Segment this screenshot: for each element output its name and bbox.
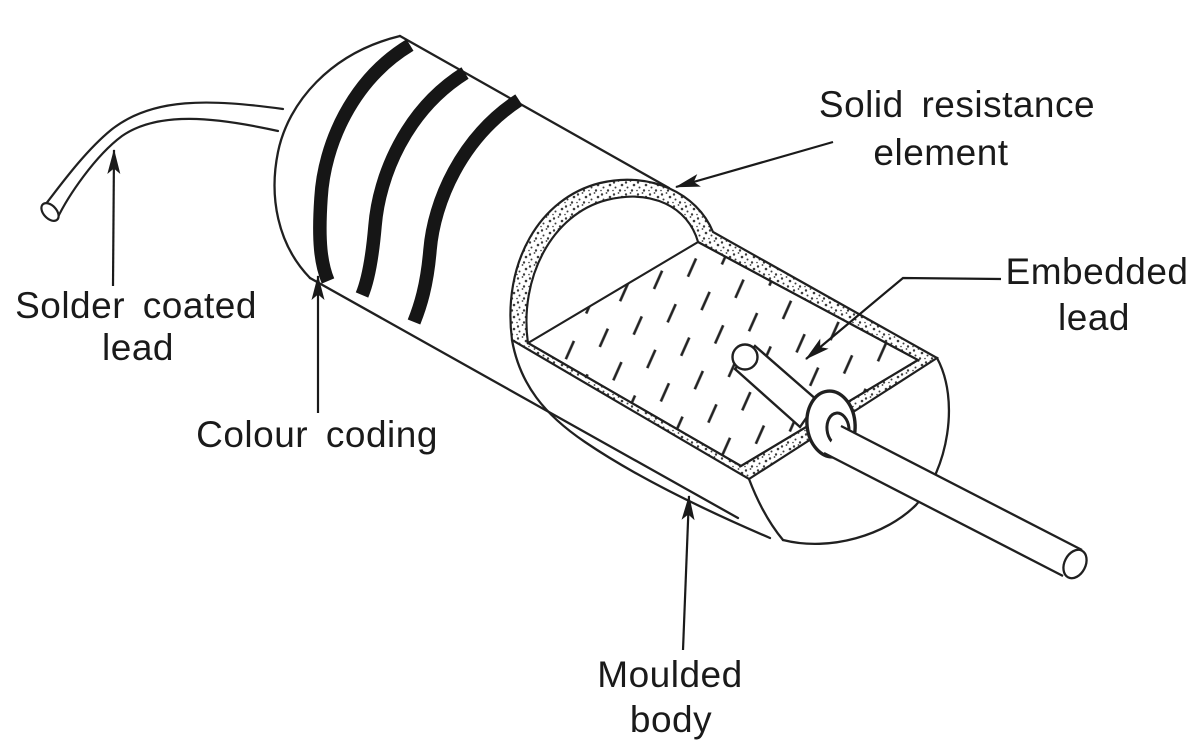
body-right-cap [781, 356, 951, 546]
arrow-solid-resistance-element [675, 140, 834, 189]
colour-bands [313, 39, 523, 325]
left-lead-tip [40, 202, 60, 222]
right-lead-tip [1062, 548, 1088, 580]
label-moulded-body-line2: body [630, 699, 712, 740]
label-solder-coated-lead-line1: Solder coated [15, 285, 257, 326]
left-lead-top-edge [43, 101, 285, 207]
labels: Solid resistance element Embedded lead S… [15, 84, 1188, 740]
body-top-edge [398, 34, 671, 190]
right-lead-bottom-edge [823, 451, 1064, 578]
arrow-moulded-body [681, 495, 695, 651]
body-bottom-edge [308, 276, 740, 520]
cut-corner-edge [747, 477, 785, 542]
embedded-lead-assembly [731, 343, 1088, 580]
leader-arrows [107, 140, 1002, 651]
label-solid-resistance-element-line1: Solid resistance [819, 84, 1095, 125]
element-end-face [525, 195, 700, 345]
label-embedded-lead-line2: lead [1058, 297, 1130, 338]
embedded-lead-tip [731, 343, 759, 371]
colour-band-2 [355, 67, 469, 298]
label-solder-coated-lead-line2: lead [102, 327, 174, 368]
label-embedded-lead-line1: Embedded [1006, 251, 1189, 292]
colour-band-1 [313, 39, 414, 284]
label-solid-resistance-element-line2: element [873, 132, 1008, 173]
arrow-embedded-lead [805, 276, 1002, 360]
moulded-body-outline [273, 34, 951, 546]
left-lead-bottom-edge [55, 117, 280, 221]
label-moulded-body-line1: Moulded [597, 654, 742, 695]
right-lead-top-edge [840, 424, 1083, 552]
solder-coated-lead-drawing [40, 101, 285, 222]
right-lead-rod-fill [824, 426, 1087, 578]
body-left-cap [273, 34, 402, 280]
colour-band-3 [407, 94, 523, 325]
body-cut-shell-edge [510, 338, 772, 540]
arrow-solder-coated-lead [107, 149, 121, 287]
label-colour-coding: Colour coding [196, 414, 438, 455]
